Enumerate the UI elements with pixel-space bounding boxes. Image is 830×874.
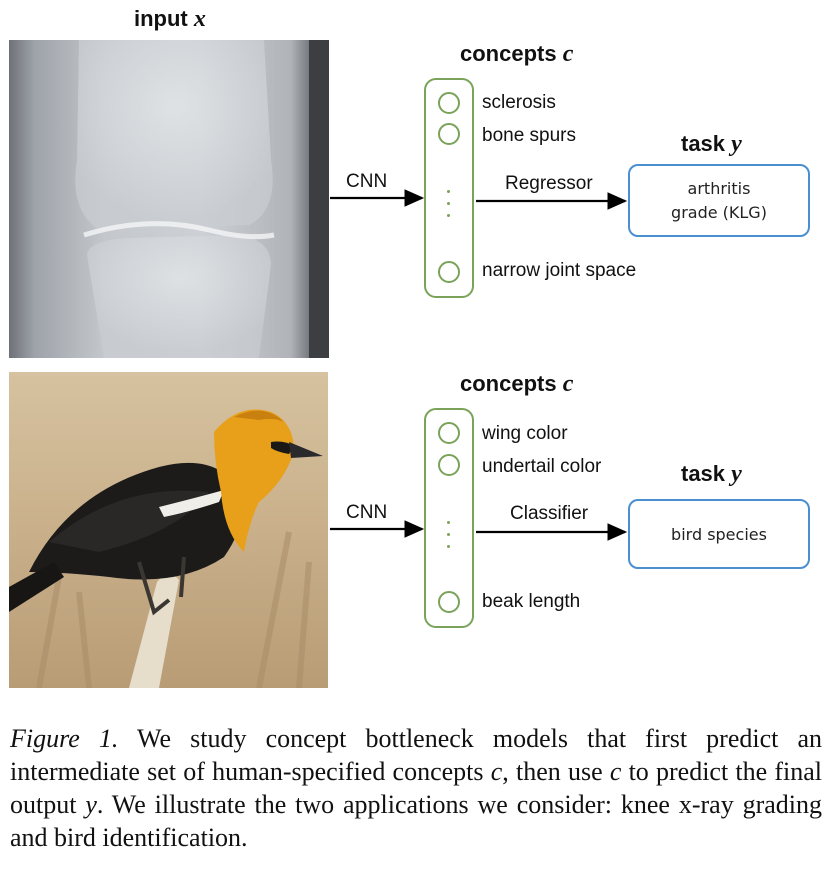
concept-label: wing color: [482, 423, 568, 444]
concept-label: sclerosis: [482, 92, 556, 113]
knee-xray-image: [9, 40, 329, 358]
task-output-line: arthritis: [687, 178, 751, 198]
concept-label: narrow joint space: [482, 260, 637, 281]
input-header: input x: [134, 6, 206, 32]
concept-bottleneck-box: [424, 78, 474, 298]
concept-node: [438, 123, 460, 145]
task-output-line: grade (KLG): [671, 202, 767, 222]
concept-node: [438, 454, 460, 476]
concept-node: [438, 92, 460, 114]
concept-node: [438, 591, 460, 613]
bird-photo: [9, 372, 328, 688]
predictor-label: Regressor: [505, 173, 593, 194]
concept-label: undertail color: [482, 456, 602, 477]
ellipsis-dots: [447, 521, 451, 548]
encoder-label: CNN: [346, 171, 388, 192]
predictor-label: Classifier: [510, 503, 589, 524]
ellipsis-dots: [447, 190, 451, 217]
task-output-box: arthritis grade (KLG): [628, 164, 810, 237]
task-header: task y: [681, 461, 742, 487]
arrows-layer: [330, 189, 628, 541]
concept-label: bone spurs: [482, 125, 577, 146]
caption-label: Figure 1.: [10, 724, 119, 753]
task-header: task y: [681, 131, 742, 157]
concepts-header: concepts c: [460, 41, 574, 67]
figure-caption: Figure 1. We study concept bottleneck mo…: [10, 724, 822, 852]
task-output-box: bird species: [628, 499, 810, 569]
concept-bottleneck-box: [424, 408, 474, 628]
encoder-label: CNN: [346, 502, 388, 523]
concept-node: [438, 422, 460, 444]
task-output-line: bird species: [671, 524, 767, 544]
concept-node: [438, 261, 460, 283]
concept-label: beak length: [482, 591, 581, 612]
concepts-header: concepts c: [460, 371, 574, 397]
